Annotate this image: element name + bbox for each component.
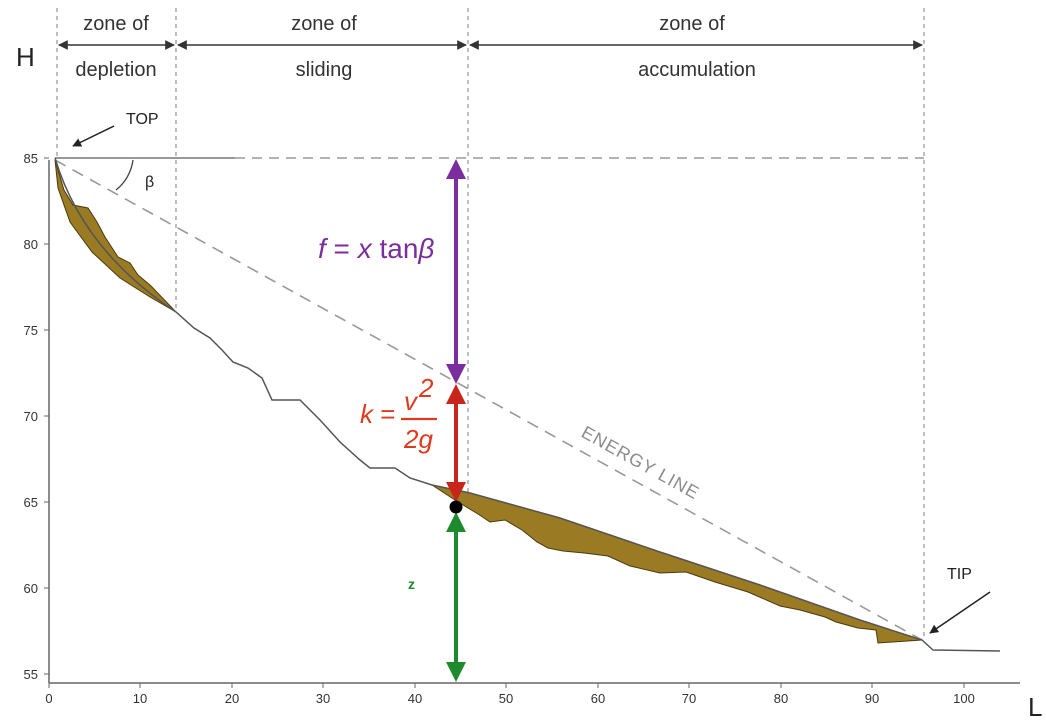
f-equation: f = x tanβ — [318, 233, 434, 264]
x-tick-label: 30 — [316, 691, 330, 706]
top-label: TOP — [126, 111, 159, 128]
zone-accumulation-line1: zone of — [659, 13, 725, 35]
x-tick-label: 90 — [865, 691, 879, 706]
y-axis-title: H — [16, 42, 35, 72]
beta-angle-arc — [115, 159, 134, 191]
svg-text:v: v — [404, 386, 419, 416]
top-pointer — [72, 125, 115, 147]
svg-text:2g: 2g — [403, 424, 433, 454]
tip-label: TIP — [947, 566, 972, 583]
energy-line-label: ENERGY LINE — [578, 422, 703, 503]
current-position-dot — [449, 500, 463, 514]
y-tick-label: 55 — [24, 667, 38, 682]
zone-sliding-line2: sliding — [296, 59, 353, 81]
x-tick-label: 40 — [408, 691, 422, 706]
y-tick-label: 80 — [24, 237, 38, 252]
k-equation: k = v 2 2g — [360, 373, 437, 454]
y-tick-label: 70 — [24, 409, 38, 424]
beta-label: β — [145, 174, 154, 191]
zone-sliding-line1: zone of — [291, 13, 357, 35]
x-tick-label: 20 — [225, 691, 239, 706]
accumulation-deposit — [431, 484, 923, 644]
tip-pointer — [929, 591, 991, 634]
y-tick-label: 85 — [24, 151, 38, 166]
zone-depletion-line1: zone of — [83, 13, 149, 35]
energy-line — [54, 159, 923, 641]
svg-text:k =: k = — [360, 399, 395, 429]
x-tick-label: 100 — [953, 691, 975, 706]
x-tick-label: 10 — [133, 691, 147, 706]
zone-depletion-line2: depletion — [75, 59, 156, 81]
x-axis-title: L — [1028, 692, 1042, 722]
y-tick-label: 65 — [24, 495, 38, 510]
z-label: z — [408, 576, 415, 592]
y-tick-label: 75 — [24, 323, 38, 338]
x-tick-label: 70 — [682, 691, 696, 706]
x-tick-label: 0 — [45, 691, 52, 706]
svg-text:2: 2 — [418, 373, 434, 403]
terrain-profile — [54, 157, 1001, 652]
y-axis-ticks — [44, 157, 49, 675]
zone-separators — [56, 8, 925, 640]
zone-accumulation-line2: accumulation — [638, 59, 756, 81]
depletion-deposit — [54, 159, 177, 313]
y-tick-label: 60 — [24, 581, 38, 596]
x-tick-label: 60 — [591, 691, 605, 706]
x-tick-label: 50 — [499, 691, 513, 706]
x-tick-label: 80 — [774, 691, 788, 706]
x-axis-ticks — [48, 683, 965, 688]
